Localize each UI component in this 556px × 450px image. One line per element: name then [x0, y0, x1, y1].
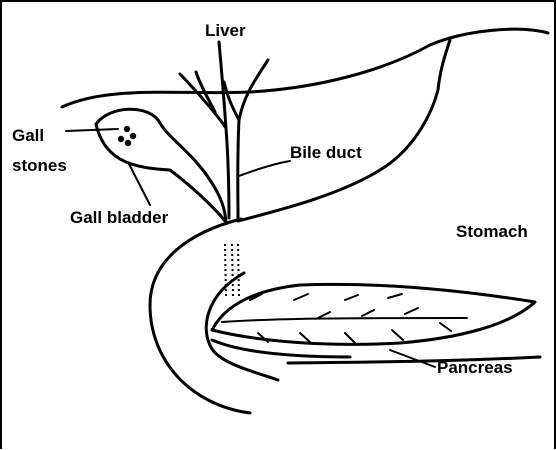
- leader-bile-duct: [239, 161, 290, 176]
- pancreas-dash: [405, 308, 418, 314]
- label-gall-bladder: Gall bladder: [70, 208, 169, 227]
- pancreas-dash: [318, 312, 330, 318]
- stomach-outline: [238, 40, 450, 221]
- pancreas-dash: [294, 294, 308, 300]
- liver-outline: [62, 29, 548, 107]
- duodenum-inner: [206, 273, 278, 380]
- pancreas-dash: [392, 330, 403, 340]
- leader-gall-stones: [66, 129, 118, 131]
- pancreatic-duct: [222, 318, 467, 322]
- label-gall-stones-line2: stones: [12, 156, 67, 175]
- pancreas-dash: [388, 294, 402, 298]
- gall-stone: [130, 133, 136, 139]
- leader-pancreas: [390, 350, 435, 367]
- duodenum-outer: [150, 219, 250, 413]
- label-stomach: Stomach: [456, 222, 528, 241]
- gall-bladder-outline: [96, 109, 226, 222]
- pancreas-dash: [345, 333, 355, 343]
- label-pancreas: Pancreas: [437, 358, 513, 377]
- bile-duct-right-branch: [238, 60, 268, 219]
- label-gall-stones-line1: Gall: [12, 126, 44, 145]
- pancreas-dash: [440, 323, 451, 331]
- gall-stones: [118, 126, 136, 146]
- duct-dotted-right2: [238, 244, 239, 296]
- bile-duct-left-branch: [180, 74, 229, 218]
- gall-stone: [124, 126, 130, 132]
- gall-stone: [118, 136, 124, 142]
- pancreas-dash: [345, 295, 358, 300]
- duct-dotted-right: [232, 244, 233, 296]
- gall-stone: [125, 140, 131, 146]
- pancreas-dash: [362, 310, 374, 316]
- label-liver: Liver: [205, 21, 246, 40]
- label-bile-duct: Bile duct: [290, 143, 362, 162]
